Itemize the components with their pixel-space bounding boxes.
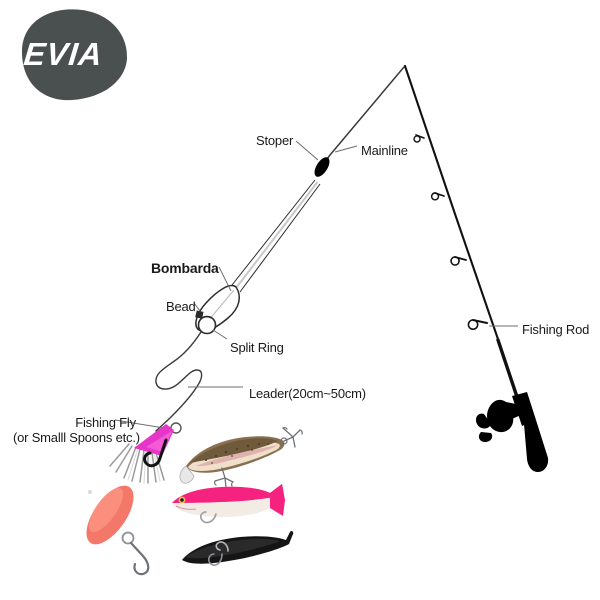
worm-hook-shape (207, 553, 223, 566)
worm-jighead-shape (215, 541, 229, 552)
reel-seat-shape (512, 392, 536, 426)
stopper-bead (314, 157, 330, 177)
reel-spool-shape (487, 399, 520, 433)
worm-highlight (186, 538, 280, 559)
shad-hook-shape (199, 511, 217, 524)
reel-bail-shape (475, 413, 491, 429)
shad-softbait (172, 484, 285, 524)
bead-square-shape (195, 310, 204, 319)
spoon-split-ring (121, 531, 135, 545)
reel-handle-knob (478, 432, 493, 442)
stopper-oval-shape (314, 157, 330, 177)
reel-foot-shape (509, 405, 523, 419)
float-antenna-right (239, 183, 321, 293)
shad-gill-line (175, 505, 197, 510)
split-ring-inner-arc (200, 316, 212, 320)
minnow-hooks (213, 426, 303, 488)
label-fishing-rod: Fishing Rod (522, 322, 590, 337)
leader-line-stoper (295, 140, 319, 161)
label-bead: Bead (166, 299, 196, 314)
minnow-speckles (204, 443, 269, 464)
leader-line-bombarda (218, 266, 232, 292)
split-ring (197, 315, 217, 335)
rod-grip-shape (524, 420, 549, 472)
label-bombarda: Bombarda (151, 260, 219, 276)
logo-text: EVIA (22, 36, 105, 72)
shad-back-shape (172, 484, 284, 503)
leader-line-bead (193, 302, 201, 312)
label-leader-lines (114, 140, 518, 429)
label-fishing-fly-line1: Fishing Fly (75, 415, 136, 430)
evia-logo (22, 9, 128, 101)
rod-butt (524, 420, 549, 472)
leader-line-splitring (212, 329, 228, 340)
rod-blank-tip-taper (404, 65, 501, 346)
leader-line-mainline (334, 145, 358, 153)
label-split-ring: Split Ring (230, 340, 284, 355)
float-antenna-left (231, 179, 316, 286)
fishing-rod (403, 64, 549, 472)
minnow-lateral-stripe (196, 445, 278, 467)
fishing-fly (109, 422, 182, 484)
label-fishing-fly-group: Fishing Fly (or Smalll Spoons etc.) (13, 415, 140, 445)
leader-line (155, 331, 203, 432)
bombarda-float (195, 179, 321, 332)
shad-pupil (180, 498, 184, 502)
minnow-back-shape (190, 438, 278, 463)
float-antenna-fill (235, 181, 319, 289)
leader-curve-path (155, 331, 203, 432)
minnow-split-ring (280, 437, 288, 445)
worm-softbait (182, 530, 294, 566)
fly-hackle-fibers (109, 443, 165, 484)
minnow-lure (179, 426, 303, 488)
spoon-top-hole (88, 490, 92, 494)
fly-hook-shape (143, 438, 168, 468)
rod-guides (413, 134, 488, 330)
bead (195, 310, 204, 319)
spinning-reel (475, 392, 536, 442)
label-fishing-fly-line2: (or Smalll Spoons etc.) (13, 430, 140, 445)
label-mainline: Mainline (361, 143, 408, 158)
leader-line-fly (114, 419, 165, 429)
logo-blob-shape (22, 9, 128, 101)
minnow-lip-shape (179, 465, 195, 484)
spoon-blade-highlight (88, 487, 124, 533)
spoon-lure (86, 485, 150, 576)
fly-body-highlight (146, 431, 172, 452)
label-stoper: Stoper (256, 133, 294, 148)
spoon-hook-shape (129, 541, 150, 576)
label-leader: Leader(20cm~50cm) (249, 386, 366, 401)
shad-tail-shape (270, 484, 285, 516)
